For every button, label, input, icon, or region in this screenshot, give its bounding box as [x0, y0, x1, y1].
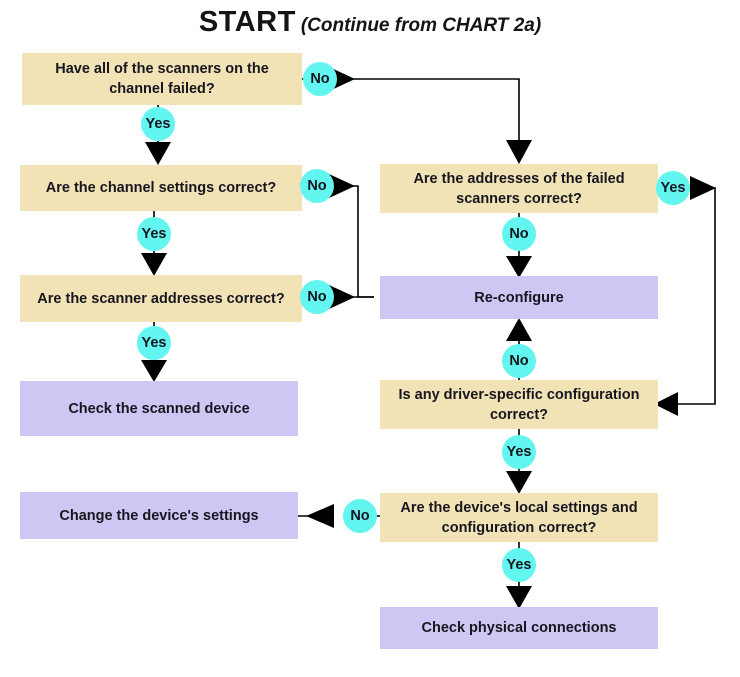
node-local-settings[interactable]: Are the device's local settings and conf… — [380, 493, 658, 542]
edge-failed-addresses-yes-2 — [676, 187, 716, 405]
arrowhead-into-failed-addresses — [506, 140, 532, 164]
node-channel-settings[interactable]: Are the channel settings correct? — [20, 165, 302, 211]
arrowhead-into-change-device-settings — [306, 504, 334, 528]
edge-label-no-failed-addresses: No — [502, 217, 536, 251]
edge-label-yes-channel-settings: Yes — [137, 217, 171, 251]
edge-label-no-channel-settings: No — [300, 169, 334, 203]
arrowhead-into-re-configure — [506, 256, 532, 278]
arrowhead-into-channel-settings — [145, 142, 171, 165]
edge-label-no-scanners-failed: No — [303, 62, 337, 96]
edge-label-yes-scanners-failed: Yes — [141, 107, 175, 141]
arrowhead-into-local-settings — [506, 471, 532, 494]
edge-label-no-scanner-addresses: No — [300, 280, 334, 314]
node-check-scanned-device[interactable]: Check the scanned device — [20, 381, 298, 436]
node-change-device-settings[interactable]: Change the device's settings — [20, 492, 298, 539]
edge-label-yes-local-settings: Yes — [502, 548, 536, 582]
node-driver-config[interactable]: Is any driver-specific configuration cor… — [380, 380, 658, 429]
node-physical-connections[interactable]: Check physical connections — [380, 607, 658, 649]
edge-label-yes-scanner-addresses: Yes — [137, 326, 171, 360]
arrowhead-failed-addresses-yes — [690, 176, 716, 200]
edge-label-no-driver-config: No — [502, 344, 536, 378]
edge-channel-settings-no-2 — [342, 185, 374, 298]
edge-label-no-local-settings: No — [343, 499, 377, 533]
edge-label-yes-failed-addresses: Yes — [656, 171, 690, 205]
edge-scanners-failed-no-2 — [352, 78, 520, 142]
arrowhead-into-physical-connections — [506, 586, 532, 609]
node-scanners-failed[interactable]: Have all of the scanners on the channel … — [22, 53, 302, 105]
node-failed-addresses[interactable]: Are the addresses of the failed scanners… — [380, 164, 658, 213]
arrowhead-into-scanner-addresses — [141, 253, 167, 276]
chart-title: START(Continue from CHART 2a) — [0, 6, 740, 39]
arrowhead-into-check-scanned-device — [141, 360, 167, 382]
arrowhead-up-into-re-configure — [506, 318, 532, 341]
chart-title-subtitle: (Continue from CHART 2a) — [300, 15, 542, 36]
edge-label-yes-driver-config: Yes — [502, 435, 536, 469]
chart-title-main: START — [198, 6, 296, 38]
node-scanner-addresses[interactable]: Are the scanner addresses correct? — [20, 275, 302, 322]
node-re-configure[interactable]: Re-configure — [380, 276, 658, 319]
